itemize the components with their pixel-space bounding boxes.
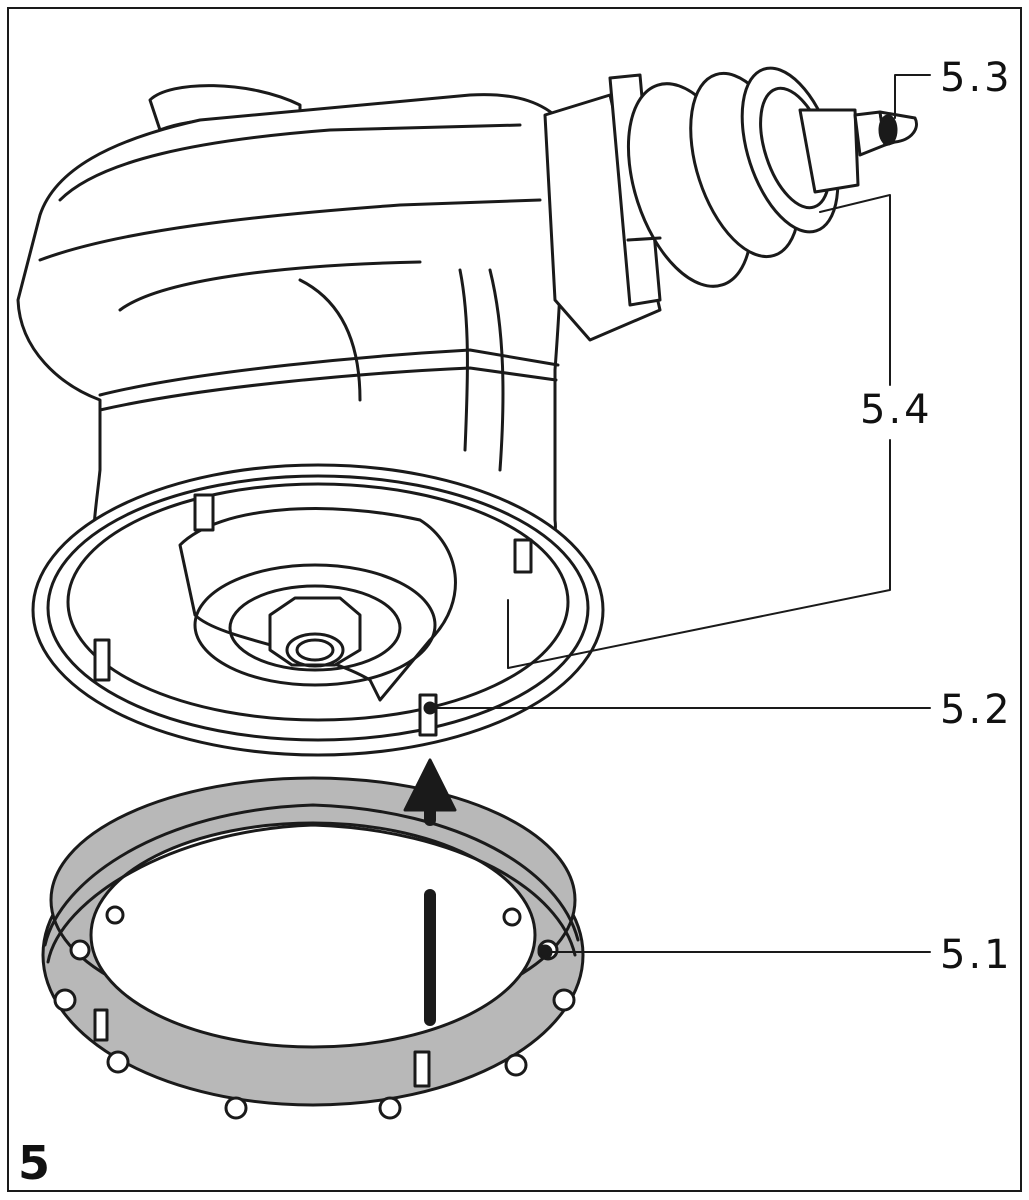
mounting-ring (41, 776, 585, 1120)
motor-housing (16, 84, 563, 592)
leader-lines (431, 74, 931, 953)
outlet-assembly (543, 66, 918, 342)
callout-5-2: 5.2 (940, 687, 1013, 733)
figure-number: 5 (18, 1136, 51, 1190)
callout-5-4: 5.4 (860, 387, 933, 433)
callout-5-3: 5.3 (940, 55, 1013, 101)
assembly-arrow (403, 758, 457, 1026)
base-rim (31, 463, 605, 757)
callout-5-1: 5.1 (940, 932, 1013, 978)
